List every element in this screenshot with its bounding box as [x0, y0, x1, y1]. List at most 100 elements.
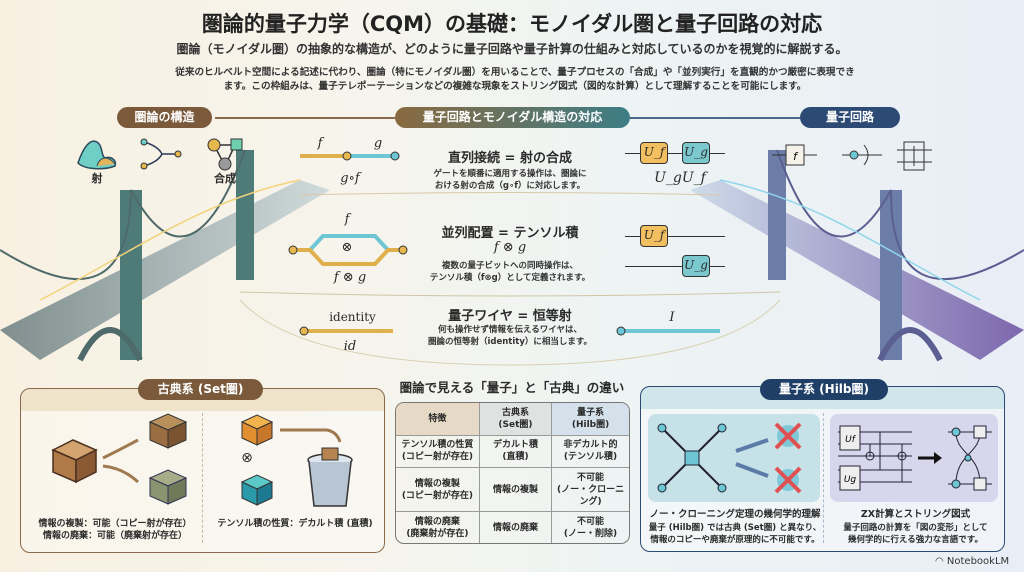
classical-panel-title: 古典系 (Set圏): [138, 379, 263, 400]
cell-text: デカルト積: [492, 440, 538, 451]
branch-icon: [140, 138, 182, 170]
orange-cube-icon: [240, 414, 274, 446]
table-cell: デカルト積(直積): [479, 436, 553, 468]
zx-desc: 量子回路の計算を「図の変形」として幾何学的に行える強力な言語です。: [828, 522, 1003, 546]
desc-line: おける射の合成（g∘f）に対応します。: [434, 181, 586, 191]
header-text: 特徴: [428, 414, 447, 424]
cell-text: (コピー射が存在): [401, 452, 474, 463]
zx-calculus-illustration: Uf Ug: [830, 414, 998, 502]
serial-wire-diagram: [300, 151, 400, 161]
zx-gate-uf: [839, 425, 861, 451]
comparison-table: 特徴 古典系(Set圏) 量子系(Hilb圏) テンソル積の性質(コピー射が存在…: [395, 402, 630, 544]
section-pill-correspondence: 量子回路とモノイダル構造の対応: [395, 107, 630, 128]
cell-text: 非デカルト的: [563, 440, 618, 451]
measure-icon: [842, 144, 882, 166]
gate-ug: U_g: [682, 255, 710, 277]
cell-text: 情報の廃棄: [414, 516, 460, 527]
divider: [202, 413, 203, 543]
table-cell: 情報の廃棄(廃棄射が存在): [396, 512, 480, 543]
desc-line: 複数の量子ビットへの同時操作は、: [441, 261, 578, 271]
desc-line: 何も操作せず情報を伝えるワイヤは、: [438, 325, 582, 335]
header-quantum: 量子系(Hilb圏): [552, 403, 629, 436]
copy-caption: 情報の複製：可能（コピー射が存在）: [38, 519, 192, 529]
copied-box-icon: [148, 413, 188, 449]
cell-text: 情報の廃棄: [492, 522, 538, 533]
table-cell: 非デカルト的(テンソル積): [552, 436, 629, 468]
desc-line: 圏論の恒等射（identity）に相当します。: [427, 337, 593, 347]
copy-illustration: [51, 413, 188, 505]
gate-icon: f: [772, 144, 817, 166]
zx-title: ZX計算とストリング図式: [860, 509, 971, 520]
product-formula: U_gU_f: [654, 170, 706, 186]
table-cell: 情報の複製: [479, 467, 553, 513]
row-desc-serial: ゲートを順番に適用する操作は、圏論における射の合成（g∘f）に対応します。: [400, 168, 620, 192]
no-cloning-desc: 量子 (Hilb圏) では古典 (Set圏) と異なり、情報のコピーや廃棄が原理…: [645, 522, 825, 546]
label-g: g: [373, 136, 383, 151]
section-pill-quantum-circuit: 量子回路: [800, 107, 900, 128]
cross-icon: [774, 466, 802, 494]
identity-wire: [299, 326, 393, 336]
gate-uf: U_f: [640, 225, 668, 247]
id-label: id: [343, 339, 357, 354]
divider: [215, 117, 395, 119]
wire: [625, 153, 725, 154]
table-cell: 不可能(ノー・削除): [552, 512, 629, 543]
desc-line: ゲートを順番に適用する操作は、圏論に: [433, 169, 587, 179]
divider: [823, 413, 824, 543]
cell-text: (コピー射が存在): [401, 490, 474, 501]
table-cell: 情報の複製(コピー射が存在): [396, 467, 480, 513]
row-title-identity: 量子ワイヤ = 恒等射: [448, 309, 572, 324]
svg-text:Uf: Uf: [845, 435, 857, 445]
tensor-symbol: ⊗: [341, 240, 353, 255]
tensor-formula: f ⊗ g: [333, 270, 367, 285]
morphism-icon: [77, 140, 117, 170]
intro-line: ます。この枠組みは、量子テレポーテーションなどの複雑な現象をストリング図式（図的…: [223, 81, 807, 92]
table-cell: テンソル積の性質(コピー射が存在): [396, 436, 480, 468]
cell-text: (ノー・削除): [563, 528, 618, 539]
identity-label: identity: [329, 310, 376, 324]
desc-line: 量子 (Hilb圏) では古典 (Set圏) と異なり、: [648, 523, 822, 533]
table-row: テンソル積の性質(コピー射が存在) デカルト積(直積) 非デカルト的(テンソル積…: [396, 436, 629, 468]
intro-line: 従来のヒルベルト空間による記述に代わり、圏論（特にモノイダル圏）を用いることで、…: [175, 67, 855, 78]
svg-text:Ug: Ug: [844, 475, 857, 485]
desc-line: 量子回路の計算を「図の変形」として: [843, 523, 988, 533]
delete-caption: 情報の廃棄：可能（廃棄射が存在）: [42, 531, 187, 541]
zx-gate-ug: [839, 465, 861, 491]
gate-ug: U_g: [682, 142, 710, 164]
right-bridge: [690, 149, 1024, 362]
parallel-wire-diagram: [288, 234, 408, 266]
tensor-symbol: ⊗: [241, 450, 253, 466]
header-feature: 特徴: [396, 403, 480, 436]
table-header-row: 特徴 古典系(Set圏) 量子系(Hilb圏): [396, 403, 629, 436]
row-title-serial: 直列接続 = 射の合成: [448, 151, 572, 166]
tensor-caption: テンソル積の性質：デカルト積 (直積): [217, 519, 373, 529]
row-desc-identity: 何も操作せず情報を伝えるワイヤは、圏論の恒等射（identity）に相当します。: [400, 324, 620, 348]
cnot-icon: [897, 141, 932, 171]
composition-formula: g∘f: [340, 171, 360, 186]
composition-icon: [207, 138, 243, 171]
desc-line: テンソル積（f⊗g）として定義されます。: [429, 273, 591, 283]
tensor-formula-center: f ⊗ g: [493, 240, 527, 255]
cell-text: 不可能: [577, 472, 605, 483]
wire: [625, 236, 725, 237]
row-title-parallel: 並列配置 = テンソル積: [441, 226, 579, 241]
desc-line: 幾何学的に行える強力な言語です。: [848, 535, 983, 545]
cell-text: 不可能: [577, 516, 605, 527]
comparison-title: 圏論で見える「量子」と「古典」の違い: [399, 380, 625, 395]
page-subtitle: 圏論（モノイダル圏）の抽象的な構造が、どのように量子回路や量子計算の仕組みと対応…: [176, 42, 848, 56]
label-f: f: [344, 212, 350, 227]
label-f: f: [317, 136, 323, 151]
header-text: (Set圏): [498, 420, 533, 430]
gate-uf: U_f: [640, 142, 668, 164]
desc-line: 情報のコピーや廃棄が原理的に不可能です。: [650, 535, 820, 545]
header-classical: 古典系(Set圏): [479, 403, 553, 436]
quantum-panel-title: 量子系 (Hilb圏): [760, 379, 888, 400]
row-desc-parallel: 複数の量子ビットへの同時操作は、テンソル積（f⊗g）として定義されます。: [400, 260, 620, 284]
trash-can-icon: [307, 447, 353, 507]
identity-operator: I: [669, 310, 675, 325]
table-row: 情報の廃棄(廃棄射が存在) 情報の廃棄 不可能(ノー・削除): [396, 512, 629, 543]
cell-text: (テンソル積): [563, 452, 618, 463]
cell-text: (廃棄射が存在): [406, 528, 469, 539]
identity-quantum-wire: [616, 326, 720, 336]
